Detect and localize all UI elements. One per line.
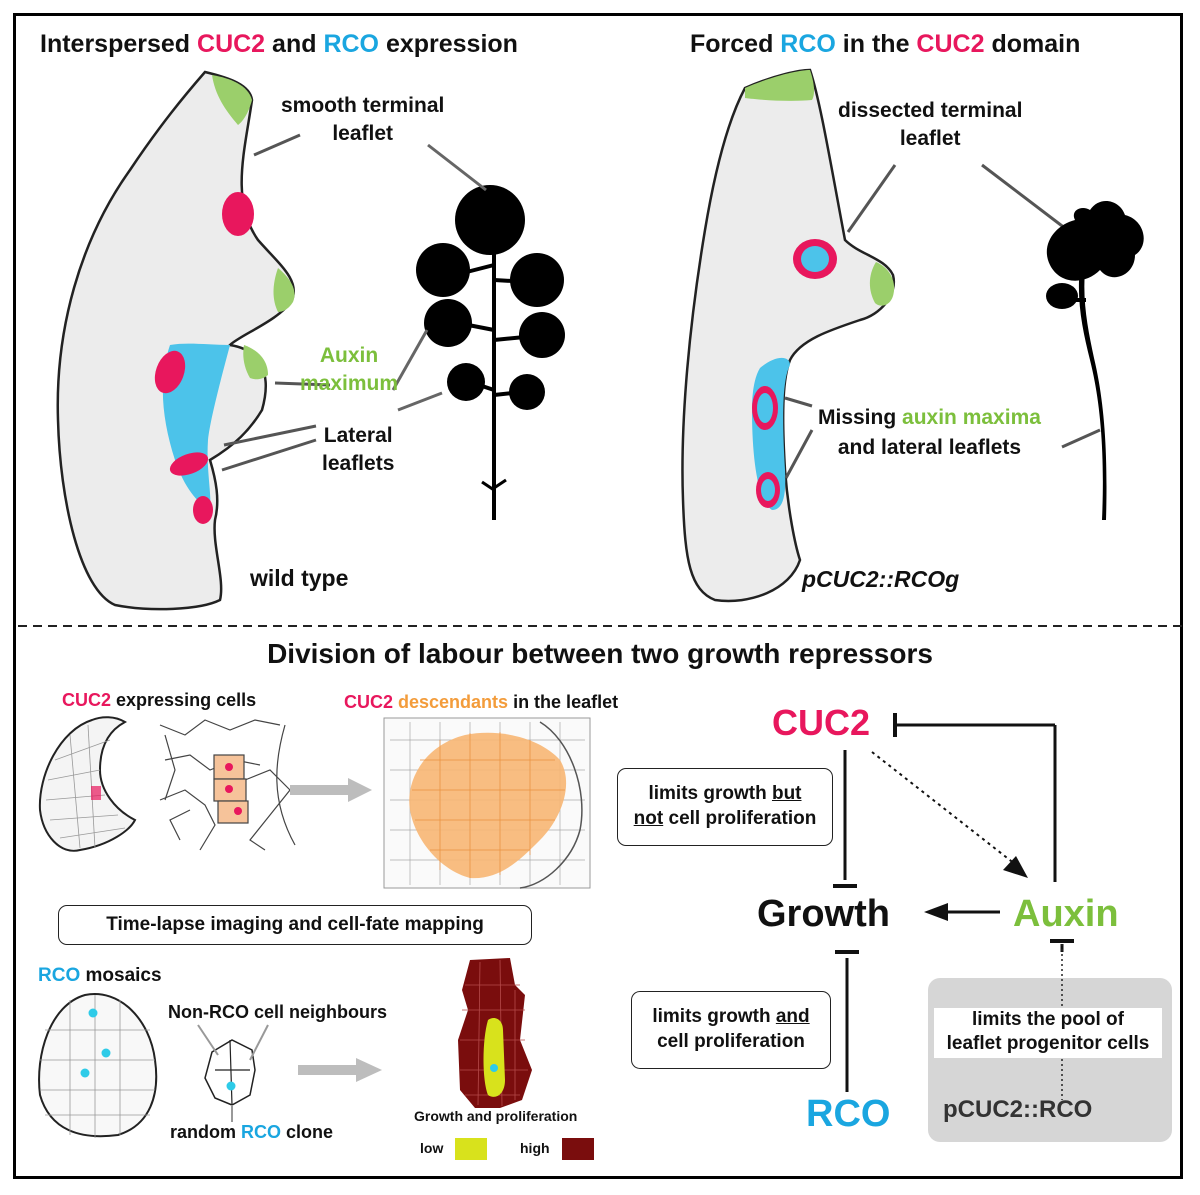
meristem-outline bbox=[38, 716, 137, 852]
non-rco-neighbours-label: Non-RCO cell neighbours bbox=[168, 1002, 388, 1022]
growth-proliferation-label: Growth and proliferation bbox=[414, 1108, 578, 1124]
smooth-terminal-label: smooth terminal leaflet bbox=[281, 94, 445, 145]
node-cuc2: CUC2 bbox=[772, 702, 871, 743]
growth-map bbox=[455, 958, 594, 1160]
node-auxin: Auxin bbox=[1013, 893, 1119, 935]
wild-type-silhouette bbox=[391, 143, 565, 520]
top-right-title: Forced RCO in the CUC2 domain bbox=[690, 30, 1081, 58]
node-rco: RCO bbox=[806, 1093, 891, 1135]
cuc2-expressing-label: CUC2 expressing cells bbox=[62, 690, 257, 710]
rco-mosaic-leaf bbox=[38, 993, 158, 1138]
bottom-title: Division of labour between two growth re… bbox=[267, 638, 933, 669]
cuc2-descendants-label: CUC2 descendants in the leaflet bbox=[344, 692, 619, 712]
network-arrows bbox=[833, 713, 1074, 1092]
limits-rco-box: limits growth and cell proliferation bbox=[631, 991, 831, 1069]
legend-high-label: high bbox=[520, 1140, 550, 1156]
limits-cuc2-box: limits growth but not cell proliferation bbox=[617, 768, 833, 846]
mutant-genotype-label: pCUC2::RCOg bbox=[802, 566, 960, 592]
pcuc2-rco-box bbox=[928, 978, 1172, 1142]
cuc2-cells-closeup bbox=[159, 719, 296, 851]
arrow-to-descendants bbox=[290, 778, 372, 802]
legend-low-label: low bbox=[420, 1140, 444, 1156]
descendants-leaflet bbox=[383, 717, 591, 889]
cuc2-to-auxin-dotted bbox=[871, 751, 1021, 869]
wild-type-leaf bbox=[56, 70, 331, 611]
pool-label: limits the pool of leaflet progenitor ce… bbox=[934, 1008, 1162, 1058]
mutant-leaf bbox=[681, 68, 1101, 603]
lateral-leaflets-label: Lateral leaflets bbox=[322, 424, 395, 475]
wild-type-label: wild type bbox=[250, 565, 349, 591]
timelapse-box: Time-lapse imaging and cell-fate mapping bbox=[58, 905, 532, 945]
node-growth: Growth bbox=[757, 893, 890, 935]
rco-clone-cells bbox=[197, 1024, 269, 1122]
pcuc2-rco-label: pCUC2::RCO bbox=[943, 1096, 1093, 1123]
mutant-silhouette bbox=[1046, 200, 1144, 520]
arrow-to-growth-map bbox=[298, 1058, 382, 1082]
random-rco-clone-label: random RCO clone bbox=[170, 1122, 334, 1142]
dissected-terminal-label: dissected terminal leaflet bbox=[838, 99, 1023, 150]
auxin-maximum-label: Auxin maximum bbox=[300, 344, 399, 395]
top-left-title: Interspersed CUC2 and RCO expression bbox=[40, 30, 518, 58]
figure-frame bbox=[13, 13, 1183, 1179]
missing-auxin-label: Missing auxin maxima and lateral leaflet… bbox=[818, 406, 1041, 459]
rco-mosaics-label: RCO mosaics bbox=[38, 965, 162, 986]
